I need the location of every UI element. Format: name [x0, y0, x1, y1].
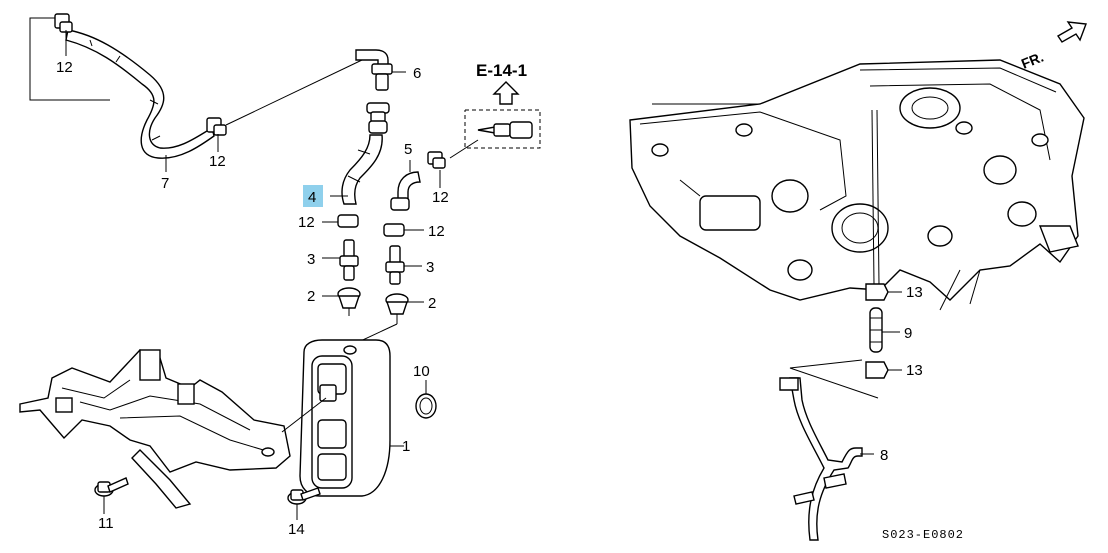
bolt-11	[94, 477, 129, 514]
callout-12: 12	[298, 214, 315, 231]
callout-14: 14	[288, 521, 305, 538]
mounting-bracket	[19, 349, 327, 509]
highlight-box	[303, 185, 323, 207]
pipe-8	[779, 377, 874, 541]
callout-labels: 12 7 12 6 4 5 12 12 12 3 3 2 2 10 1 11 1…	[56, 59, 923, 538]
reference-e-14-1	[449, 81, 541, 159]
breather-chamber-1	[299, 339, 404, 497]
callout-12: 12	[209, 153, 226, 170]
callout-3: 3	[307, 251, 315, 268]
reference-bracket-left	[29, 17, 110, 101]
callout-13: 13	[906, 284, 923, 301]
hose-9	[869, 307, 900, 353]
callout-12: 12	[428, 223, 445, 240]
clamp-12-left-mid	[322, 214, 359, 228]
callout-2: 2	[307, 288, 315, 305]
clamp-13-bottom	[789, 359, 902, 399]
callout-1: 1	[402, 438, 410, 455]
grommet-2-right	[351, 293, 424, 346]
clamp-13-top	[865, 283, 902, 301]
callout-3: 3	[426, 259, 434, 276]
o-ring-10	[415, 380, 437, 419]
clamp-12-mid	[206, 117, 227, 136]
front-direction-label: FR.	[1019, 49, 1046, 72]
hose-5	[390, 151, 446, 211]
hose-4	[330, 102, 390, 205]
bolt-14	[287, 487, 321, 520]
clamp-12-right-mid	[383, 223, 424, 237]
callout-13: 13	[906, 362, 923, 379]
engine-block	[629, 59, 1085, 311]
pcv-elbow-6	[355, 49, 406, 91]
callout-8: 8	[880, 447, 888, 464]
callout-4: 4	[308, 189, 316, 206]
callout-7: 7	[161, 175, 169, 192]
callout-6: 6	[413, 65, 421, 82]
front-direction-arrow	[1057, 21, 1087, 43]
callout-2: 2	[428, 295, 436, 312]
grommet-2-left	[322, 287, 361, 316]
callout-12: 12	[432, 189, 449, 206]
callout-12: 12	[56, 59, 73, 76]
callout-11: 11	[98, 515, 114, 532]
connector-3-right	[385, 245, 422, 285]
diagram-code: S023-E0802	[882, 528, 964, 542]
clamp-12-top	[54, 13, 73, 33]
callout-9: 9	[904, 325, 912, 342]
hose-7	[65, 29, 215, 159]
reference-label: E-14-1	[476, 61, 527, 80]
callout-10: 10	[413, 363, 430, 380]
connector-3-left	[322, 239, 359, 281]
callout-5: 5	[404, 141, 412, 158]
